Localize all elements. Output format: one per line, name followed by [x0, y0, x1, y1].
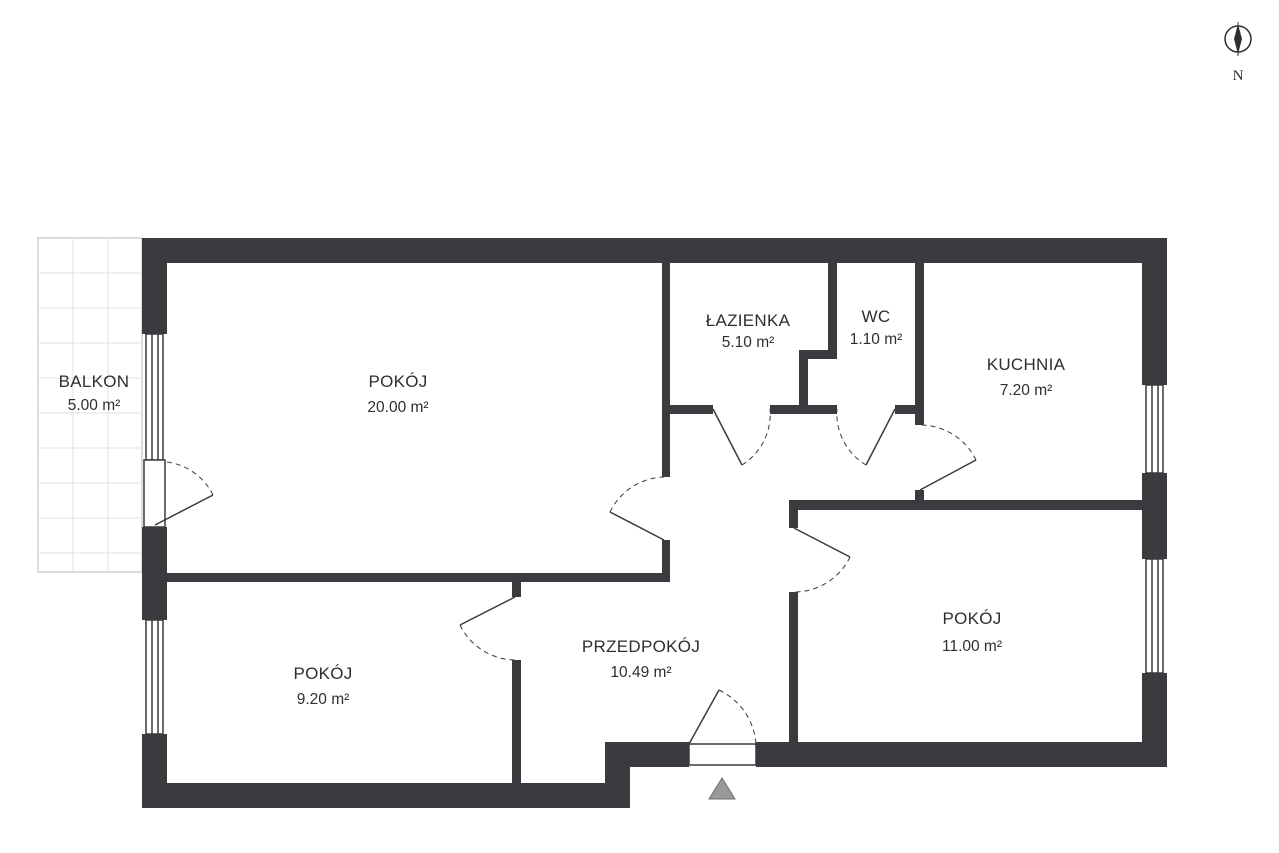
entrance-triangle-icon	[708, 777, 736, 800]
north-arrow-icon	[1224, 22, 1252, 56]
room-area-wc: 1.10 m²	[850, 331, 903, 348]
windows	[145, 333, 1164, 735]
room-area-pokoj-large: 20.00 m²	[367, 399, 428, 416]
door-pokoj-small	[459, 596, 516, 661]
door-wc	[836, 408, 896, 466]
compass-label: N	[1233, 68, 1244, 84]
balcony-floor	[37, 237, 143, 573]
room-name-wc: WC	[862, 307, 891, 326]
door-kuchnia	[919, 424, 977, 491]
room-name-kuchnia: KUCHNIA	[987, 355, 1066, 374]
room-area-balkon: 5.00 m²	[68, 397, 121, 414]
room-name-pokoj-right: POKÓJ	[942, 609, 1001, 628]
room-labels: POKÓJ 20.00 m² ŁAZIENKA 5.10 m² WC 1.10 …	[59, 307, 1066, 708]
room-area-pokoj-small: 9.20 m²	[297, 691, 350, 708]
door-balkon	[143, 459, 214, 528]
room-area-lazienka: 5.10 m²	[722, 334, 775, 351]
room-area-kuchnia: 7.20 m²	[1000, 382, 1053, 399]
exterior-walls	[142, 238, 1167, 808]
room-name-pokoj-large: POKÓJ	[368, 372, 427, 391]
room-name-lazienka: ŁAZIENKA	[706, 311, 791, 330]
room-name-balkon: BALKON	[59, 372, 130, 391]
room-area-pokoj-right: 11.00 m²	[942, 638, 1002, 655]
interior-walls	[167, 263, 1142, 783]
door-lazienka	[712, 408, 771, 466]
room-name-pokoj-small: POKÓJ	[293, 664, 352, 683]
room-name-przedpokoj: PRZEDPOKÓJ	[582, 637, 700, 656]
doors	[143, 408, 977, 766]
room-area-przedpokoj: 10.49 m²	[610, 664, 671, 681]
door-pokoj-right	[793, 527, 851, 593]
door-entrance	[688, 689, 757, 766]
door-pokoj-large	[609, 476, 665, 541]
